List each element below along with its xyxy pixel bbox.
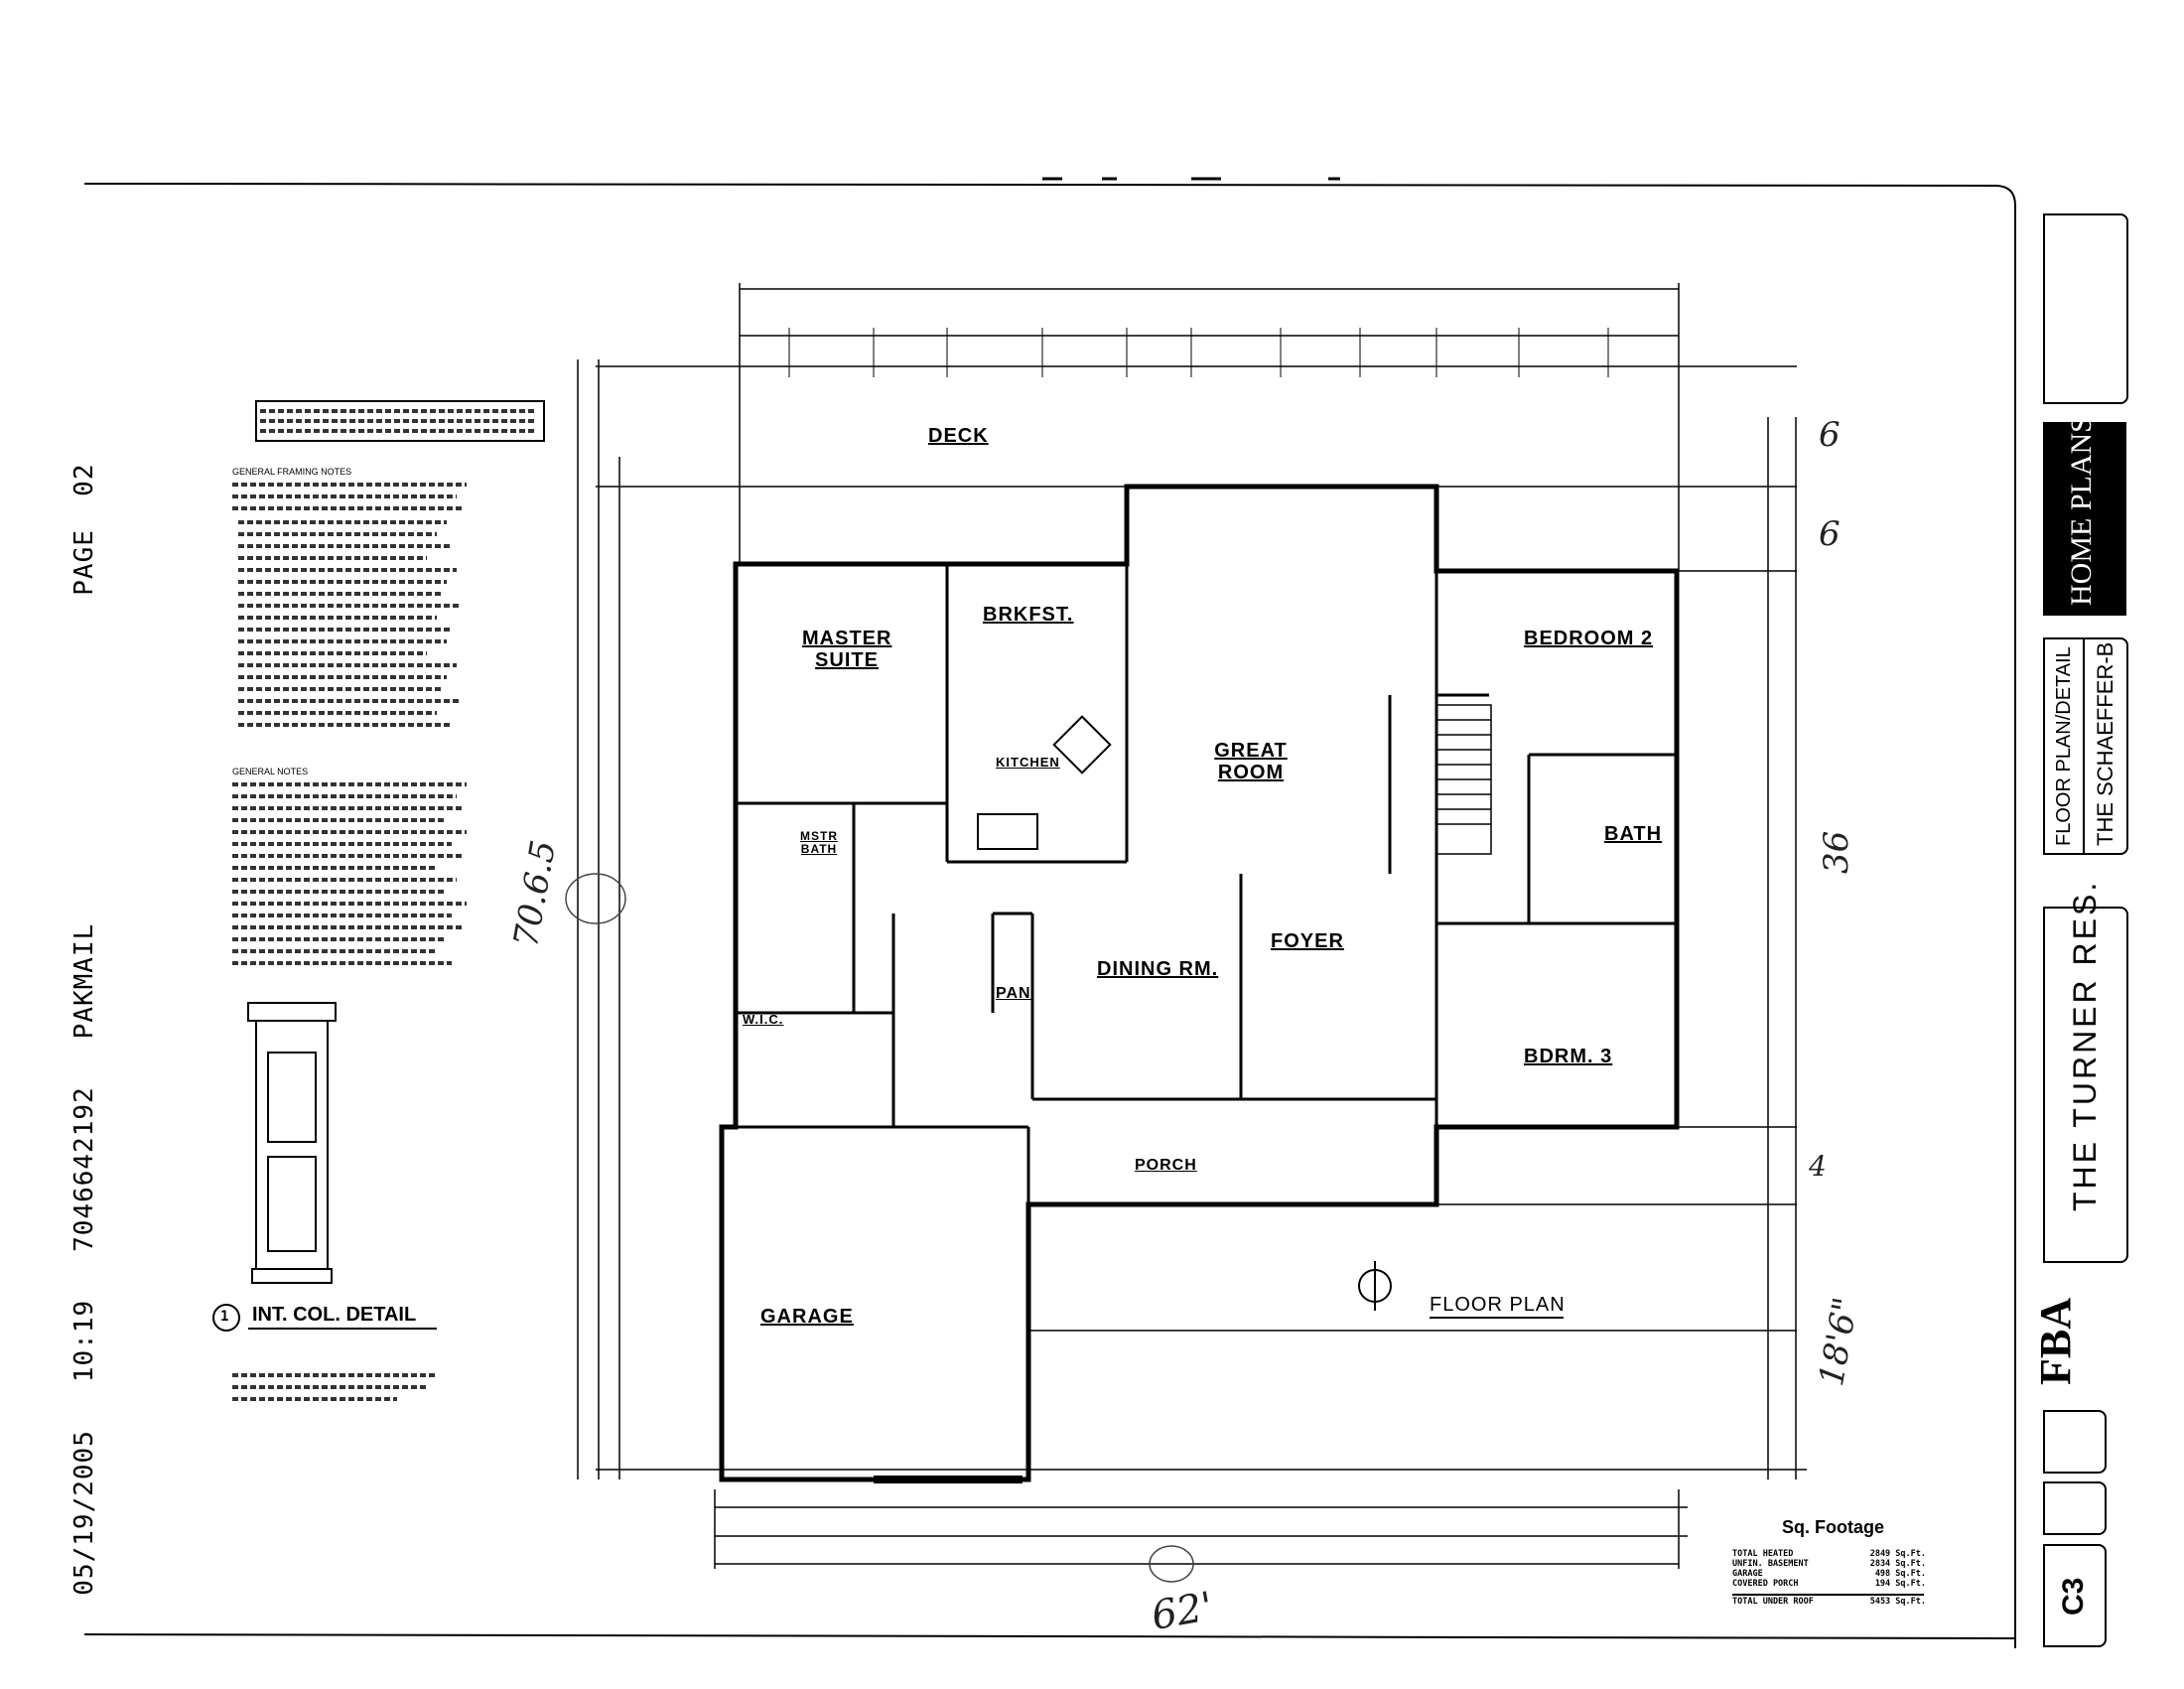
kitchen-range (1052, 715, 1112, 774)
room-bath: BATH (1604, 823, 1663, 845)
sheet-number-block: C3 (2043, 1544, 2107, 1647)
room-wic: W.I.C. (743, 1012, 784, 1027)
sheet-description: FLOOR PLAN/DETAIL (2053, 646, 2075, 846)
room-deck: DECK (928, 425, 989, 447)
sq-label: TOTAL HEATED (1732, 1549, 1794, 1559)
interior-walls (736, 564, 1677, 1204)
room-foyer: FOYER (1271, 930, 1344, 952)
room-dining: DINING RM. (1097, 958, 1219, 980)
handwritten-6a: 6 (1819, 415, 1841, 455)
sq-total-row: TOTAL UNDER ROOF 5453 Sq.Ft. (1732, 1597, 1926, 1607)
project-title-block: THE TURNER RES. (2043, 880, 2128, 1263)
room-breakfast: BRKFST. (983, 604, 1074, 626)
kitchen-island (977, 813, 1038, 850)
handwritten-circle (565, 873, 626, 924)
room-master-bath: MSTR BATH (800, 829, 838, 856)
detail-number: 1 (220, 1309, 229, 1325)
sq-total-value: 5453 Sq.Ft. (1869, 1597, 1926, 1607)
sq-label: COVERED PORCH (1732, 1579, 1799, 1589)
sheet-title-block: FLOOR PLAN/DETAIL THE SCHAEFFER-B (2043, 637, 2128, 855)
room-great-room: GREAT ROOM (1214, 740, 1288, 783)
sq-footage-title: Sq. Footage (1782, 1517, 1884, 1537)
room-bedroom-3: BDRM. 3 (1524, 1046, 1613, 1067)
room-master-suite: MASTER SUITE (802, 628, 892, 671)
sq-row: UNFIN. BASEMENT 2834 Sq.Ft. (1732, 1559, 1926, 1569)
room-porch: PORCH (1135, 1157, 1197, 1174)
detail-callout-circle (212, 1304, 240, 1332)
room-kitchen: KITCHEN (996, 755, 1060, 770)
sq-total-label: TOTAL UNDER ROOF (1732, 1597, 1814, 1607)
exterior-walls (719, 484, 1680, 1482)
room-pantry: PAN (996, 985, 1031, 1002)
home-plans-banner: HOME PLANS (2043, 416, 2126, 616)
sq-footage-table: TOTAL HEATED 2849 Sq.Ft. UNFIN. BASEMENT 2… (1732, 1549, 1926, 1607)
column-detail-drawing (247, 1002, 337, 1284)
sheet-top-border (83, 183, 1996, 187)
sq-value: 498 Sq.Ft. (1874, 1569, 1926, 1579)
sq-row: COVERED PORCH 194 Sq.Ft. (1732, 1579, 1926, 1589)
sheet-number: C3 (2057, 1577, 2090, 1616)
sq-label: GARAGE (1732, 1569, 1763, 1579)
sq-label: UNFIN. BASEMENT (1732, 1559, 1809, 1569)
home-plans-label: HOME PLANS (2065, 416, 2098, 606)
handwritten-6b: 6 (1819, 514, 1841, 554)
stair (1435, 704, 1492, 855)
column-detail-label: INT. COL. DETAIL (252, 1304, 417, 1326)
general-notes-title: GENERAL NOTES (232, 767, 309, 776)
scale-block (2043, 1481, 2107, 1535)
room-garage: GARAGE (760, 1306, 854, 1328)
dimension-lines (577, 283, 1807, 1569)
room-bedroom-2: BEDROOM 2 (1524, 628, 1654, 649)
framing-notes-title: GENERAL FRAMING NOTES (232, 467, 352, 477)
sq-value: 2849 Sq.Ft. (1869, 1549, 1926, 1559)
firm-logo: FBA (2031, 1298, 2080, 1385)
notes-text-lines (232, 409, 536, 1401)
sq-value: 2834 Sq.Ft. (1869, 1559, 1926, 1569)
handwritten-36: 36 (1817, 830, 1856, 874)
plan-title: FLOOR PLAN (1430, 1294, 1566, 1316)
sheet-bottom-border (83, 1633, 2016, 1639)
plan-name: THE SCHAEFFER-B (2093, 641, 2117, 846)
sq-row: GARAGE 498 Sq.Ft. (1732, 1569, 1926, 1579)
notes-warning-box (255, 400, 545, 442)
handwritten-4: 4 (1809, 1150, 1827, 1183)
date-block (2043, 1410, 2107, 1474)
sq-row: TOTAL HEATED 2849 Sq.Ft. (1732, 1549, 1926, 1559)
dimension-ticks (788, 328, 1609, 377)
sq-value: 194 Sq.Ft. (1874, 1579, 1926, 1589)
sheet-right-border (1994, 185, 2016, 1648)
revision-block (2043, 213, 2128, 404)
project-name: THE TURNER RES. (2067, 879, 2103, 1211)
